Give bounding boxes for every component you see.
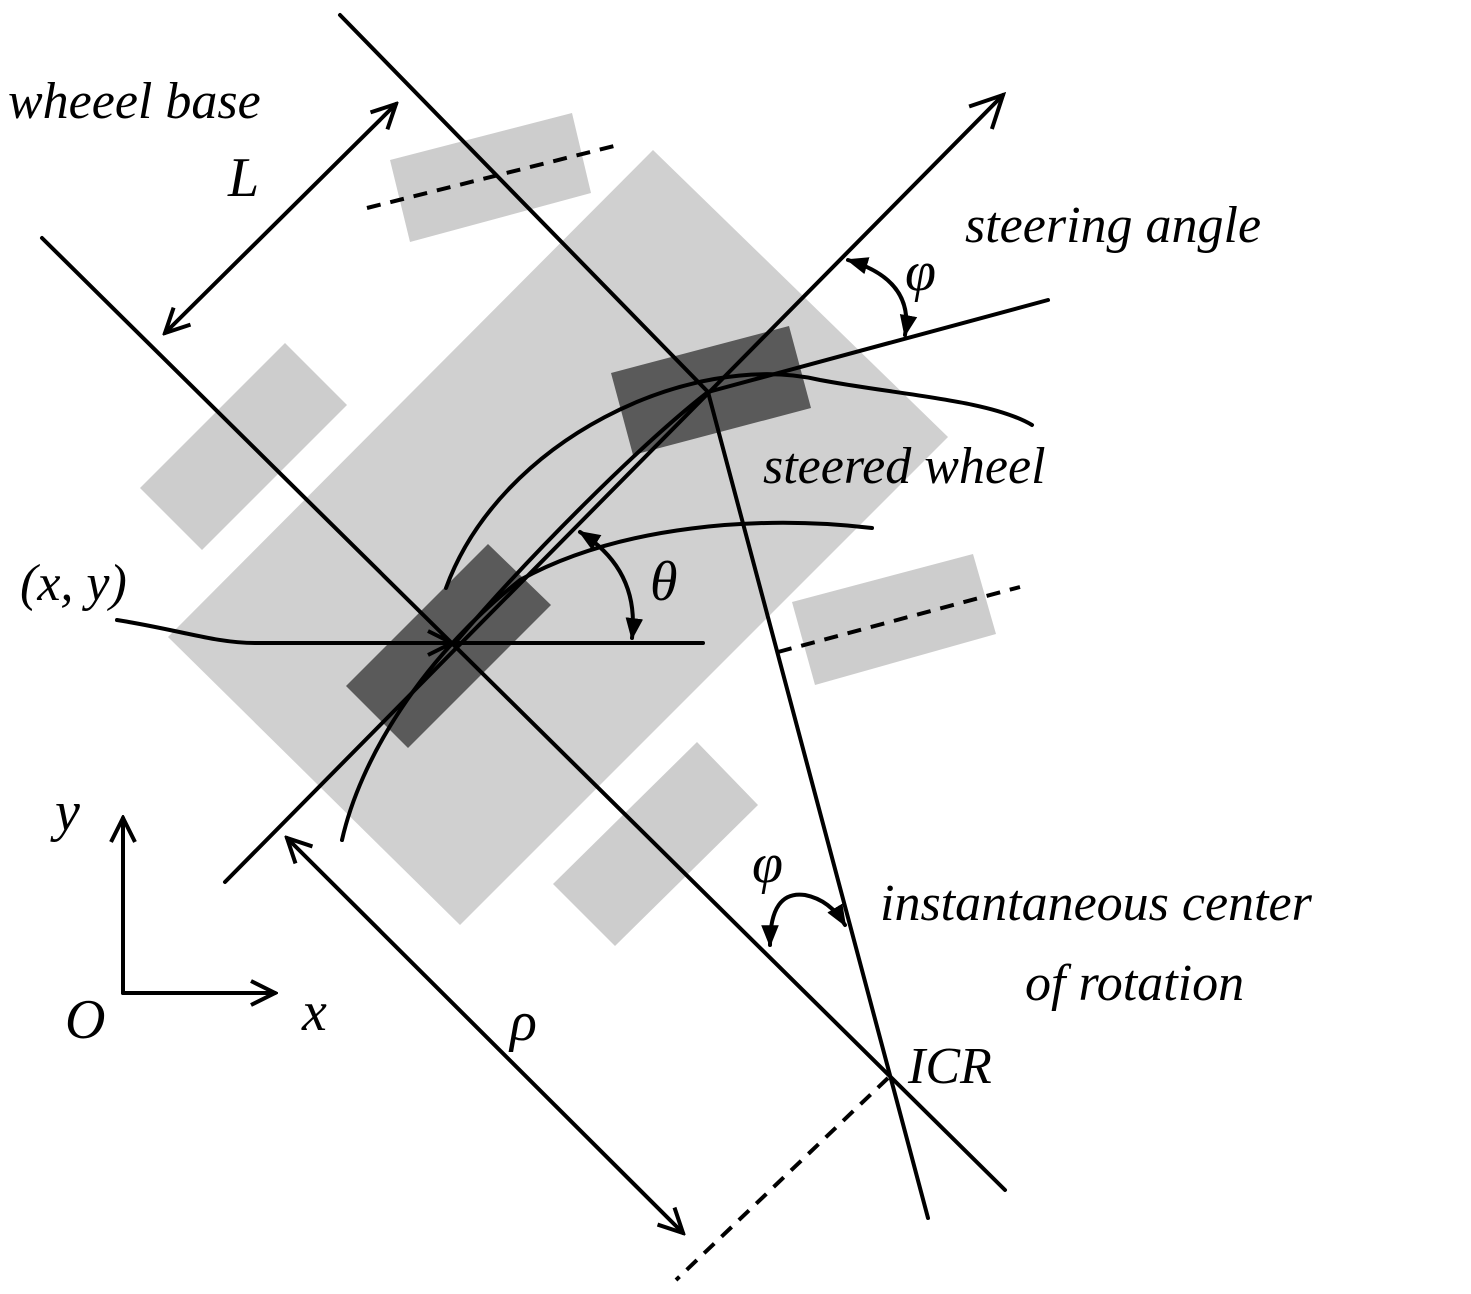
wheelbase-symbol: L — [227, 147, 259, 209]
rho-reference-dash — [674, 1076, 890, 1282]
theta-label: θ — [650, 551, 678, 613]
phi-bottom-label: φ — [752, 833, 783, 895]
vehicle-path-arc — [453, 390, 710, 645]
phi-top-label: φ — [905, 241, 936, 303]
steered-wheel-axle-line — [706, 390, 930, 1220]
rho-label: ρ — [508, 991, 537, 1053]
position-label: (x, y) — [20, 555, 127, 612]
steered-wheel-path-arc — [444, 372, 1034, 590]
origin-label: O — [65, 989, 105, 1051]
theta-angle-arc — [578, 530, 644, 641]
rho-dimension-arrow — [287, 838, 683, 1233]
wheelbase-label: wheeel base — [8, 73, 261, 130]
front-right-axle-dash — [777, 585, 1021, 654]
wheelbase-dimension-arrow — [165, 104, 396, 333]
rear-wheel-path-arc — [340, 520, 874, 842]
steering-angle-label: steering angle — [965, 197, 1261, 254]
steering-angle-arc-bottom — [761, 892, 847, 948]
icr-label: ICR — [907, 1038, 992, 1095]
steered-wheel-label: steered wheel — [763, 438, 1046, 495]
x-axis-label: x — [301, 981, 327, 1043]
rear-axle-line — [40, 236, 1007, 1192]
position-leader-arrow — [115, 618, 452, 643]
front-perpendicular-line — [338, 13, 710, 394]
steering-angle-arc-top — [845, 257, 918, 338]
front-left-axle-dash — [366, 143, 619, 210]
steered-wheel-direction — [706, 298, 1050, 394]
icr-description-line1: instantaneous center — [880, 875, 1313, 932]
heading-axis — [223, 95, 1003, 884]
icr-description-line2: of rotation — [1025, 955, 1244, 1012]
y-axis-label: y — [50, 781, 80, 843]
wheel-rear-left — [140, 343, 347, 550]
